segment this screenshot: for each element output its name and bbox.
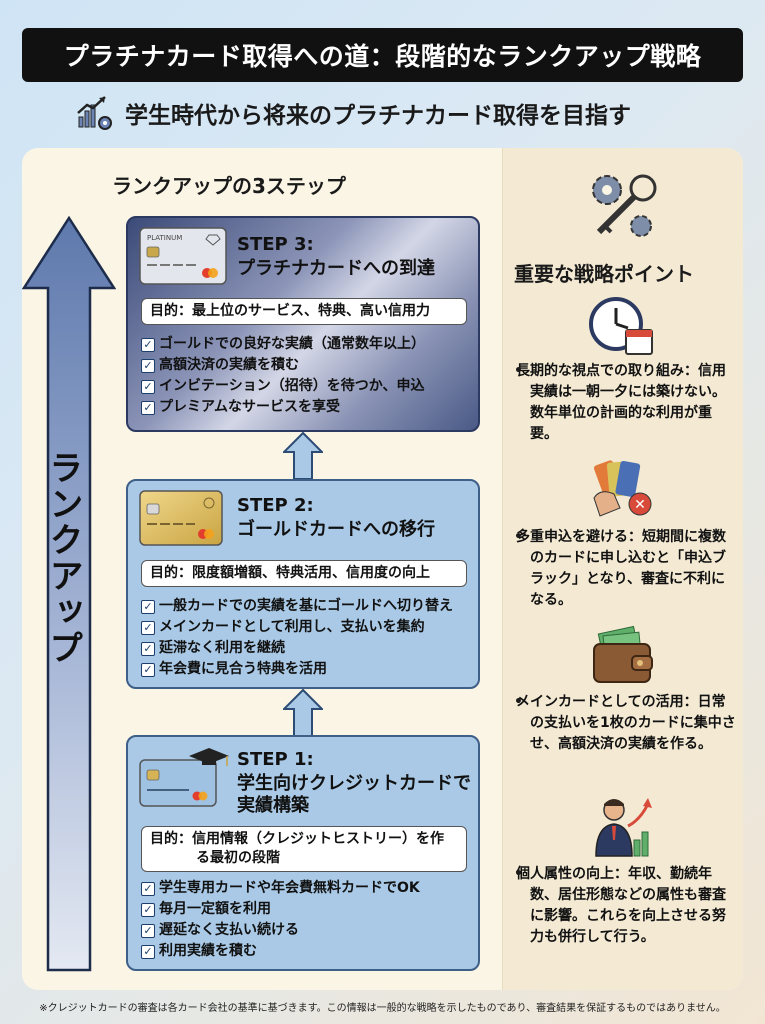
gear-key-icon	[592, 174, 657, 237]
bullet-icon: •	[514, 529, 523, 545]
point-personal-attributes: 個人属性の向上：年収、勤続年数、居住形態などの属性も審査に影響。これらを向上させ…	[516, 866, 726, 945]
wallet-icon	[593, 625, 653, 683]
clock-calendar-icon	[589, 297, 653, 355]
checkbox-icon: ✓	[141, 358, 155, 373]
bullet-icon: •	[514, 866, 523, 882]
footnote: ※クレジットカードの審査は各カード会社の基準に基づきます。この情報は一般的な戦略…	[39, 1003, 726, 1014]
checkbox-icon: ✓	[141, 881, 155, 896]
platinum-card-text: PLATINUM	[147, 234, 182, 242]
step1-item: ✓学生専用カードや年会費無料カードでOK	[141, 878, 420, 899]
step2-purpose: 目的：限度額増額、特典活用、信用度の向上	[141, 560, 467, 587]
point-main-card: メインカードとしての活用：日常の支払いを1枚のカードに集中させ、高額決済の実績を…	[516, 694, 736, 752]
step3-item: ✓高額決済の実績を積む	[141, 355, 425, 376]
subtitle-row: 学生時代から将来のプラチナカード取得を目指す	[75, 92, 715, 134]
step1-label: STEP 1:	[237, 749, 314, 770]
student-card-icon	[139, 748, 229, 807]
step3-title: プラチナカードへの到達	[237, 258, 435, 279]
bullet-icon: •	[514, 694, 523, 710]
step1-title-line2: 実績構築	[237, 795, 309, 816]
checkbox-icon: ✓	[141, 641, 155, 656]
step1-item: ✓毎月一定額を利用	[141, 899, 420, 920]
checkbox-icon: ✓	[141, 662, 155, 677]
step2-label: STEP 2:	[237, 495, 314, 516]
step1-title-line1: 学生向けクレジットカードで	[237, 773, 471, 794]
step3-label: STEP 3:	[237, 234, 314, 255]
step3-item: ✓ゴールドでの良好な実績（通常数年以上）	[141, 334, 425, 355]
multiple-cards-no-icon: ✕	[593, 460, 652, 517]
checkbox-icon: ✓	[141, 400, 155, 415]
growth-gear-icon	[77, 96, 112, 130]
step2-item: ✓延滞なく利用を継続	[141, 638, 453, 659]
step2-item: ✓年会費に見合う特典を活用	[141, 659, 453, 680]
step2-item: ✓一般カードでの実績を基にゴールドへ切り替え	[141, 596, 453, 617]
up-arrow-icon	[283, 432, 323, 480]
step1-purpose: 目的：信用情報（クレジットヒストリー）を作 る最初の段階	[141, 826, 467, 872]
rank-up-label: ランクアップ	[43, 450, 83, 666]
up-arrow-icon	[283, 689, 323, 737]
rank-up-arrow	[22, 216, 116, 972]
step1-item: ✓利用実績を積む	[141, 941, 420, 962]
step2-title: ゴールドカードへの移行	[237, 519, 435, 540]
step1-purpose-line1: 目的：信用情報（クレジットヒストリー）を作	[150, 831, 444, 847]
step1-purpose-line2: る最初の段階	[196, 850, 280, 866]
step3-item: ✓インビテーション（招待）を待つか、申込	[141, 376, 425, 397]
step1-item: ✓遅延なく支払い続ける	[141, 920, 420, 941]
step2-item: ✓メインカードとして利用し、支払いを集約	[141, 617, 453, 638]
page-title: プラチナカード取得への道：段階的なランクアップ戦略	[22, 28, 743, 82]
checkbox-icon: ✓	[141, 902, 155, 917]
checkbox-icon: ✓	[141, 337, 155, 352]
checkbox-icon: ✓	[141, 923, 155, 938]
platinum-card-icon: PLATINUM	[139, 227, 227, 285]
growth-person-icon	[595, 798, 652, 857]
steps-heading: ランクアップの3ステップ	[112, 174, 346, 198]
checkbox-icon: ✓	[141, 599, 155, 614]
checkbox-icon: ✓	[141, 944, 155, 959]
gold-card-icon	[139, 490, 223, 546]
step3-purpose: 目的：最上位のサービス、特典、高い信用力	[141, 298, 467, 325]
point-avoid-multiple: 多重申込を避ける：短期間に複数のカードに申し込むと「申込ブラック」となり、審査に…	[516, 529, 726, 608]
checkbox-icon: ✓	[141, 620, 155, 635]
svg-text:✕: ✕	[634, 497, 646, 513]
point-long-term: 長期的な視点での取り組み：信用実績は一朝一夕には築けない。数年単位の計画的な利用…	[516, 363, 726, 442]
step3-item: ✓プレミアムなサービスを享受	[141, 397, 425, 418]
bullet-icon: •	[514, 363, 523, 379]
points-heading: 重要な戦略ポイント	[514, 262, 694, 286]
page-subtitle: 学生時代から将来のプラチナカード取得を目指す	[125, 103, 631, 129]
checkbox-icon: ✓	[141, 379, 155, 394]
